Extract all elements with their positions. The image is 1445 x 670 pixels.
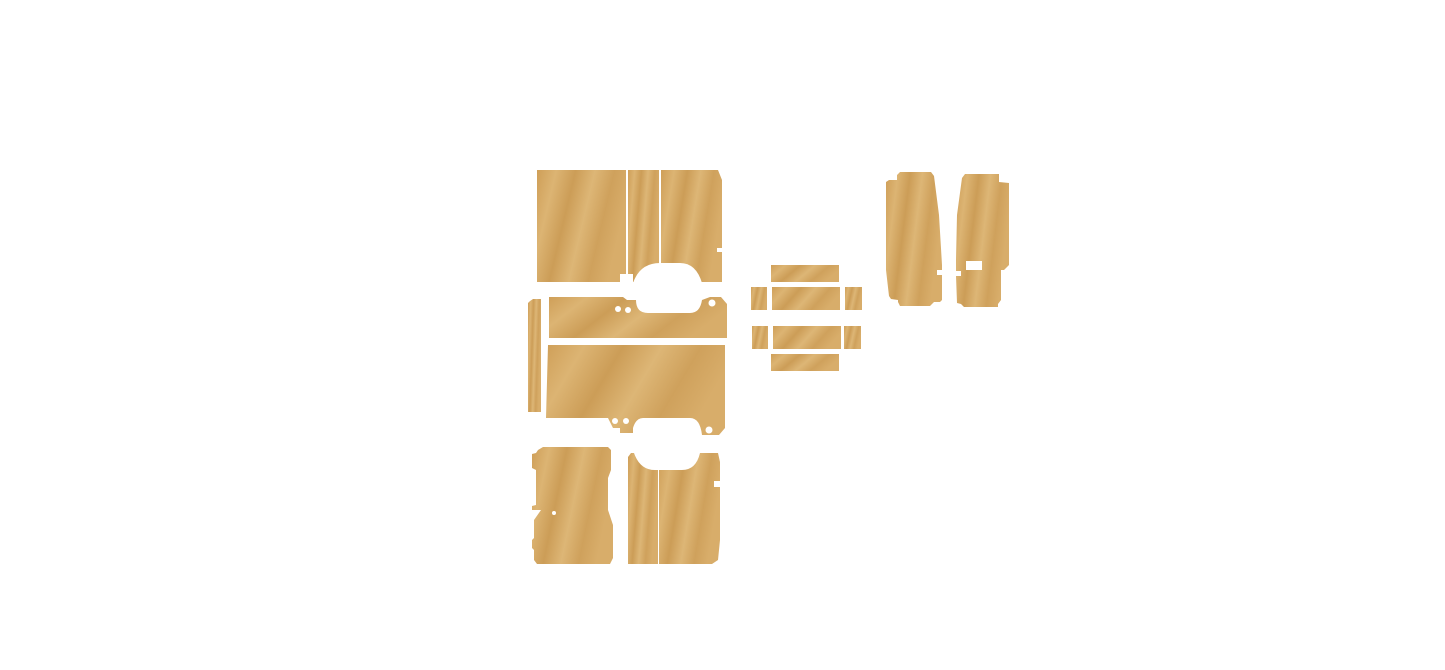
panel-bottom-right <box>659 453 720 564</box>
floor-group-middle <box>528 297 727 435</box>
small-panel-bottom <box>771 354 839 371</box>
panel-top-right <box>661 170 722 282</box>
small-panel-center-2 <box>773 326 841 349</box>
hole <box>552 511 556 515</box>
hole <box>623 418 629 424</box>
hole <box>615 306 621 312</box>
panel-tall-right <box>956 174 1009 307</box>
panel-side-strip <box>528 299 541 412</box>
rect-cutout <box>966 261 982 270</box>
small-panel-right-1 <box>845 287 862 310</box>
panel-tall-left <box>886 172 942 306</box>
small-panel-center-1 <box>772 287 840 310</box>
panel-top-middle <box>628 170 659 282</box>
floor-group-top <box>537 170 722 283</box>
hole <box>708 299 716 307</box>
small-panel-left-2 <box>752 326 768 349</box>
floor-group-right <box>886 172 1009 307</box>
panel-top-left <box>537 170 626 282</box>
panel-bottom-left <box>532 447 613 564</box>
wheel-arch-cutout <box>633 263 702 283</box>
hole <box>625 307 631 313</box>
floor-group-bottom <box>532 447 720 564</box>
small-panel-top <box>771 265 839 282</box>
hole <box>612 418 618 424</box>
small-panel-right-2 <box>844 326 861 349</box>
tab-notch <box>620 274 633 282</box>
panel-middle-lower <box>546 345 725 435</box>
panel-middle-upper <box>549 297 727 338</box>
panel-bottom-middle <box>628 453 658 564</box>
floor-group-center <box>751 265 862 371</box>
small-panel-left-1 <box>751 287 767 310</box>
hole <box>705 426 713 434</box>
